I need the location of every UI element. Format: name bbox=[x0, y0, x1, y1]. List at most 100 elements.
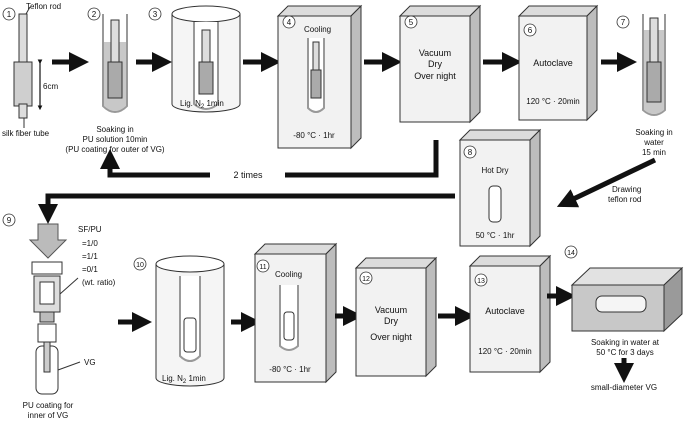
step-6: 6 Autoclave 120 °C · 20min bbox=[517, 4, 599, 122]
step-14-number-label: 14 bbox=[567, 250, 575, 257]
box-12-face bbox=[355, 267, 427, 377]
six-cm-label: 6cm bbox=[43, 82, 58, 91]
soak-pu-line2: PU solution 10min bbox=[83, 135, 148, 144]
step-4: 4 Cooling -80 °C · 1hr bbox=[276, 4, 363, 150]
step-7: 7 Soaking in water 15 min bbox=[616, 14, 673, 157]
loop-arrow-left bbox=[100, 149, 210, 178]
vacuum-2-line2: Dry bbox=[384, 316, 398, 326]
vg-leader bbox=[57, 361, 81, 371]
vg-label: VG bbox=[84, 358, 96, 367]
vg-in-bath bbox=[595, 295, 647, 313]
cooling-2-temp: -80 °C · 1hr bbox=[269, 365, 311, 374]
cooling-1-label: Cooling bbox=[304, 25, 331, 34]
tube-in-7 bbox=[646, 61, 662, 103]
lig-n2-2-label: Lig. N2 1min bbox=[162, 374, 206, 385]
cooling-1-temp: -80 °C · 1hr bbox=[293, 131, 335, 140]
dewar-1-top bbox=[171, 5, 241, 23]
step-1-number-label: 1 bbox=[7, 10, 12, 19]
box-11-top bbox=[253, 243, 338, 255]
soak-final-line1: Soaking in water at bbox=[591, 338, 660, 347]
syringe-window bbox=[39, 281, 55, 305]
step-1: 1 Teflon rod 6cm silk fiber tube bbox=[2, 2, 61, 138]
step-3: 3 Lig. N2 1min bbox=[148, 5, 241, 113]
press-arrow bbox=[28, 223, 68, 259]
box-5-top bbox=[398, 5, 482, 17]
silk-fiber-tube bbox=[13, 61, 33, 107]
step-4-number bbox=[282, 15, 296, 29]
box-11-side bbox=[325, 242, 337, 384]
tube-box-4 bbox=[310, 69, 322, 99]
ratio-2: =1/1 bbox=[82, 252, 98, 261]
step-13: 13 Autoclave 120 °C · 20min bbox=[468, 254, 552, 374]
vg-tube-8 bbox=[488, 185, 502, 223]
cooling-2-label: Cooling bbox=[275, 270, 302, 279]
step-10-number bbox=[133, 257, 147, 271]
teflon-leader bbox=[25, 6, 31, 15]
step-6-number-label: 6 bbox=[528, 26, 533, 35]
drawing-line2: teflon rod bbox=[608, 195, 641, 204]
arrow-8-9 bbox=[38, 193, 455, 224]
soak-water-line1: Soaking in bbox=[635, 128, 672, 137]
bath-top bbox=[570, 267, 684, 286]
soak-final-line2: 50 °C for 3 days bbox=[596, 348, 653, 357]
step-2-number bbox=[87, 7, 101, 21]
vacuum-2-line1: Vacuum bbox=[375, 305, 407, 315]
step-7-number-label: 7 bbox=[621, 18, 626, 27]
ratio-3: =0/1 bbox=[82, 265, 98, 274]
box-4-side bbox=[350, 4, 362, 150]
tube-in-tube bbox=[107, 61, 123, 99]
step-12-number-label: 12 bbox=[362, 276, 370, 283]
small-vg-label: small-diameter VG bbox=[591, 383, 657, 392]
vg-box-11 bbox=[283, 311, 295, 341]
autoclave-2-temp: 120 °C · 20min bbox=[478, 347, 531, 356]
box-4-top bbox=[276, 5, 363, 17]
sfpu-label: SF/PU bbox=[78, 225, 102, 234]
soak-water-line2: water bbox=[643, 138, 664, 147]
step-3-number-label: 3 bbox=[153, 10, 158, 19]
pu-inner-line2: inner of VG bbox=[28, 411, 68, 420]
step-12-number bbox=[359, 271, 373, 285]
step-13-number bbox=[474, 273, 488, 287]
step-2-number-label: 2 bbox=[92, 10, 97, 19]
ratio-leader bbox=[59, 277, 79, 295]
step-12: 12 Vacuum Dry Over night bbox=[354, 256, 438, 378]
box-12-side bbox=[425, 256, 437, 378]
vg-dewar-2 bbox=[183, 317, 197, 353]
soak-pu-line1: Soaking in bbox=[96, 125, 133, 134]
box-5-face bbox=[399, 15, 471, 123]
inner-rod-9 bbox=[43, 341, 51, 373]
step-2: 2 Soaking in PU solution 10min (PU coati… bbox=[65, 7, 165, 154]
step-8-number bbox=[463, 145, 477, 159]
syringe-neck bbox=[39, 311, 55, 323]
soak-water-line3: 15 min bbox=[642, 148, 666, 157]
pu-inner-line1: PU coating for bbox=[23, 401, 74, 410]
step-13-number-label: 13 bbox=[477, 278, 485, 285]
arrow-7-8 bbox=[556, 157, 657, 208]
hot-dry-temp: 50 °C · 1hr bbox=[476, 231, 515, 240]
step-6-number bbox=[523, 23, 537, 37]
box-6-side bbox=[586, 4, 598, 122]
box-12-top bbox=[354, 257, 438, 269]
nozzle bbox=[37, 323, 57, 343]
vacuum-2-line3: Over night bbox=[370, 332, 412, 342]
vacuum-1-line1: Vacuum bbox=[419, 48, 451, 58]
box-13-top bbox=[468, 255, 552, 267]
step-11-number-label: 11 bbox=[259, 264, 266, 271]
silk-fiber-tube-label: silk fiber tube bbox=[2, 129, 50, 138]
soak-pu-line3: (PU coating for outer of VG) bbox=[65, 145, 164, 154]
step-14: 14 Soaking in water at 50 °C for 3 days … bbox=[564, 245, 684, 392]
two-times-label: 2 times bbox=[233, 170, 263, 180]
teflon-rod bbox=[18, 13, 28, 65]
teflon-rod-label: Teflon rod bbox=[26, 2, 61, 11]
tube-dewar-1 bbox=[198, 61, 214, 95]
box-8-top bbox=[458, 129, 542, 141]
vacuum-1-line2: Dry bbox=[428, 59, 442, 69]
loop-arrow-right bbox=[285, 140, 439, 178]
drawing-line1: Drawing bbox=[612, 185, 641, 194]
step-14-number bbox=[564, 245, 578, 259]
box-8-side bbox=[529, 128, 541, 248]
box-6-top bbox=[517, 5, 599, 17]
step-4-number-label: 4 bbox=[287, 18, 292, 27]
water-bath bbox=[571, 284, 665, 332]
